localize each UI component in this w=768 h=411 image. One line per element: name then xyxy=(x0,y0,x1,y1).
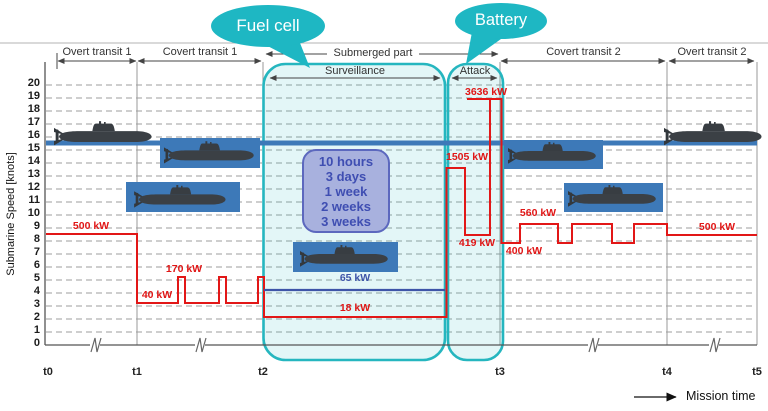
submerged-part-label: Submerged part xyxy=(327,47,419,59)
phase-label-covert-transit-2: Covert transit 2 xyxy=(546,46,621,58)
power-label-covert2-base: 400 kW xyxy=(505,245,543,257)
axis-break-marks xyxy=(90,337,721,353)
y-tick-label: 8 xyxy=(33,233,40,245)
axes xyxy=(44,62,757,346)
y-tick-label: 15 xyxy=(27,142,40,154)
duration-option: 3 weeks xyxy=(321,213,371,229)
y-tick-label: 5 xyxy=(33,272,40,284)
surveillance-label: Surveillance xyxy=(325,65,385,77)
fuel-cell-bubble xyxy=(211,5,325,68)
duration-option: 3 days xyxy=(325,168,367,184)
y-tick-label: 0 xyxy=(33,337,40,349)
y-tick-label: 19 xyxy=(27,90,40,102)
x-tick-label: t2 xyxy=(258,366,268,378)
y-tick-label: 2 xyxy=(33,311,40,323)
y-tick-label: 7 xyxy=(33,246,40,258)
power-label-surveillance-hotel: 18 kW xyxy=(339,302,371,314)
power-label-attack-low: 419 kW xyxy=(458,237,496,249)
power-label-overt1: 500 kW xyxy=(72,220,110,232)
fuel-cell-bubble-label: Fuel cell xyxy=(236,16,300,35)
x-tick-label: t3 xyxy=(495,366,505,378)
phase-label-overt-transit-1: Overt transit 1 xyxy=(62,46,132,58)
power-line xyxy=(46,98,757,318)
power-label-covert1-peak: 170 kW xyxy=(165,263,203,275)
battery-bubble-label: Battery xyxy=(474,11,528,29)
y-tick-label: 11 xyxy=(28,194,40,206)
y-tick-label: 6 xyxy=(33,259,40,271)
power-label-attack-peak: 3636 kW xyxy=(464,86,508,98)
battery-bubble xyxy=(455,3,547,64)
y-tick-label: 10 xyxy=(27,207,40,219)
y-tick-label: 18 xyxy=(27,103,40,115)
power-label-covert2-peak: 560 kW xyxy=(519,207,557,219)
power-label-surveillance-fuel-cell: 65 kW xyxy=(339,272,371,284)
power-label-attack-sprint: 1505 kW xyxy=(445,151,489,163)
duration-option: 10 hours xyxy=(318,153,374,169)
y-tick-label: 17 xyxy=(27,116,40,128)
power-label-overt2: 500 kW xyxy=(698,221,736,233)
y-tick-label: 3 xyxy=(33,298,40,310)
x-tick-label: t1 xyxy=(132,366,142,378)
power-label-covert1-base: 40 kW xyxy=(141,289,173,301)
submarine-images xyxy=(54,121,762,272)
x-axis-title: Mission time xyxy=(686,389,756,403)
phase-label-covert-transit-1: Covert transit 1 xyxy=(162,46,238,58)
y-tick-label: 9 xyxy=(33,220,40,232)
phase-label-overt-transit-2: Overt transit 2 xyxy=(677,46,747,58)
y-tick-label: 1 xyxy=(33,324,40,336)
y-tick-label: 13 xyxy=(27,168,40,180)
y-tick-label: 16 xyxy=(27,129,40,141)
x-tick-label: t4 xyxy=(662,366,672,378)
y-tick-label: 4 xyxy=(33,285,40,297)
duration-option: 2 weeks xyxy=(321,198,371,214)
y-tick-label: 12 xyxy=(27,181,40,193)
battery-region xyxy=(446,62,505,362)
x-tick-label: t0 xyxy=(43,366,53,378)
y-tick-label: 20 xyxy=(27,77,40,89)
attack-label: Attack xyxy=(459,65,491,77)
y-tick-label: 14 xyxy=(27,155,40,167)
duration-option: 1 week xyxy=(324,183,368,199)
gridlines xyxy=(46,84,756,333)
x-tick-label: t5 xyxy=(752,366,762,378)
